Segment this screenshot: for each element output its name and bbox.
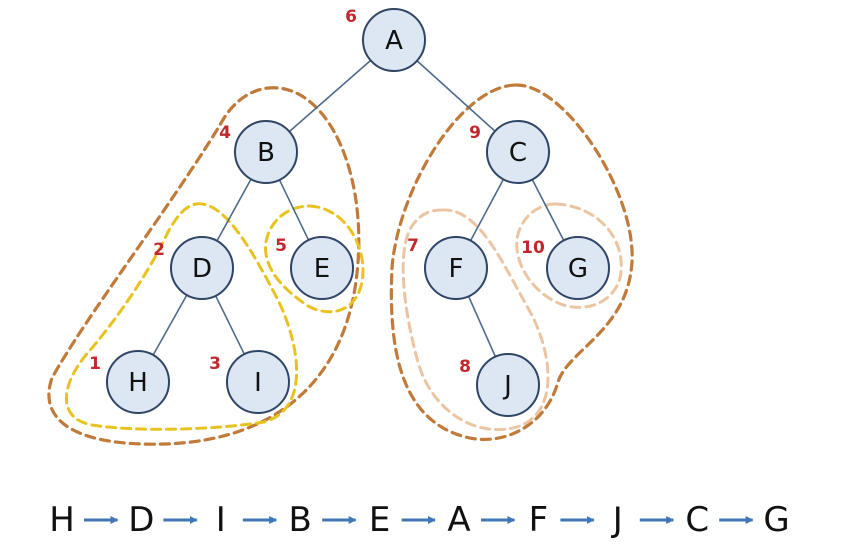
region-d-subtree [65,202,299,431]
node-e-circle [290,236,354,300]
node-a-visit-order: 6 [345,7,357,27]
node-b-circle [234,120,298,184]
node-c-label: C [509,138,527,168]
node-d-circle [170,236,234,300]
node-g: G 10 [521,236,610,300]
region-e-subtree [264,204,365,314]
node-c-visit-order: 9 [469,123,481,143]
node-c-circle [486,120,550,184]
edge-a-c [416,60,496,132]
sequence-item-h: H [49,500,75,540]
sequence-item-i: I [216,500,226,540]
edge-d-h [152,294,188,356]
edge-c-f [469,178,505,242]
sequence-item-j: J [611,500,623,540]
node-i: I3 [209,350,290,414]
region-left-subtree [47,86,361,446]
node-e: E5 [275,236,354,300]
node-f-visit-order: 7 [407,236,419,256]
edge-a-b [288,59,372,133]
node-j-circle [476,353,540,417]
node-e-label: E [314,254,330,284]
subtree-regions [47,83,634,446]
node-d: D2 [153,236,234,300]
node-e-visit-order: 5 [275,236,287,256]
node-f-label: F [449,254,464,284]
node-g-label: G [568,254,588,284]
node-g-circle [546,236,610,300]
node-j: J8 [459,353,540,417]
node-f: F7 [407,236,488,300]
edge-d-i [214,295,246,355]
edge-b-d [216,178,252,242]
sequence-item-f: F [529,500,549,540]
node-j-label: J [502,371,512,401]
node-d-visit-order: 2 [153,240,165,260]
node-a-circle [362,8,426,72]
sequence-item-a: A [447,500,470,540]
node-i-circle [226,350,290,414]
node-h-circle [106,350,170,414]
tree-edges [152,59,565,357]
edge-f-j [467,296,497,357]
node-a: A6 [345,7,426,72]
node-i-label: I [254,368,262,398]
node-h: H1 [89,350,170,414]
node-h-label: H [128,368,148,398]
node-d-label: D [192,254,212,284]
node-h-visit-order: 1 [89,354,101,374]
node-b-label: B [257,138,275,168]
node-c: C9 [469,120,550,184]
node-b-visit-order: 4 [219,123,231,143]
node-b: B4 [219,120,298,184]
edge-b-e [278,179,310,241]
sequence-item-e: E [369,500,390,540]
region-g-subtree [515,202,623,309]
sequence-item-d: D [128,500,154,540]
region-f-subtree [401,208,550,432]
sequence-item-g: G [763,500,789,540]
node-a-label: A [385,26,403,56]
node-g-visit-order: 10 [521,238,545,258]
sequence-item-c: C [685,500,709,540]
node-i-visit-order: 3 [209,354,221,374]
region-right-subtree [389,83,634,441]
sequence-item-b: B [289,500,312,540]
node-j-visit-order: 8 [459,357,471,377]
node-f-circle [424,236,488,300]
edge-c-g [531,179,565,241]
